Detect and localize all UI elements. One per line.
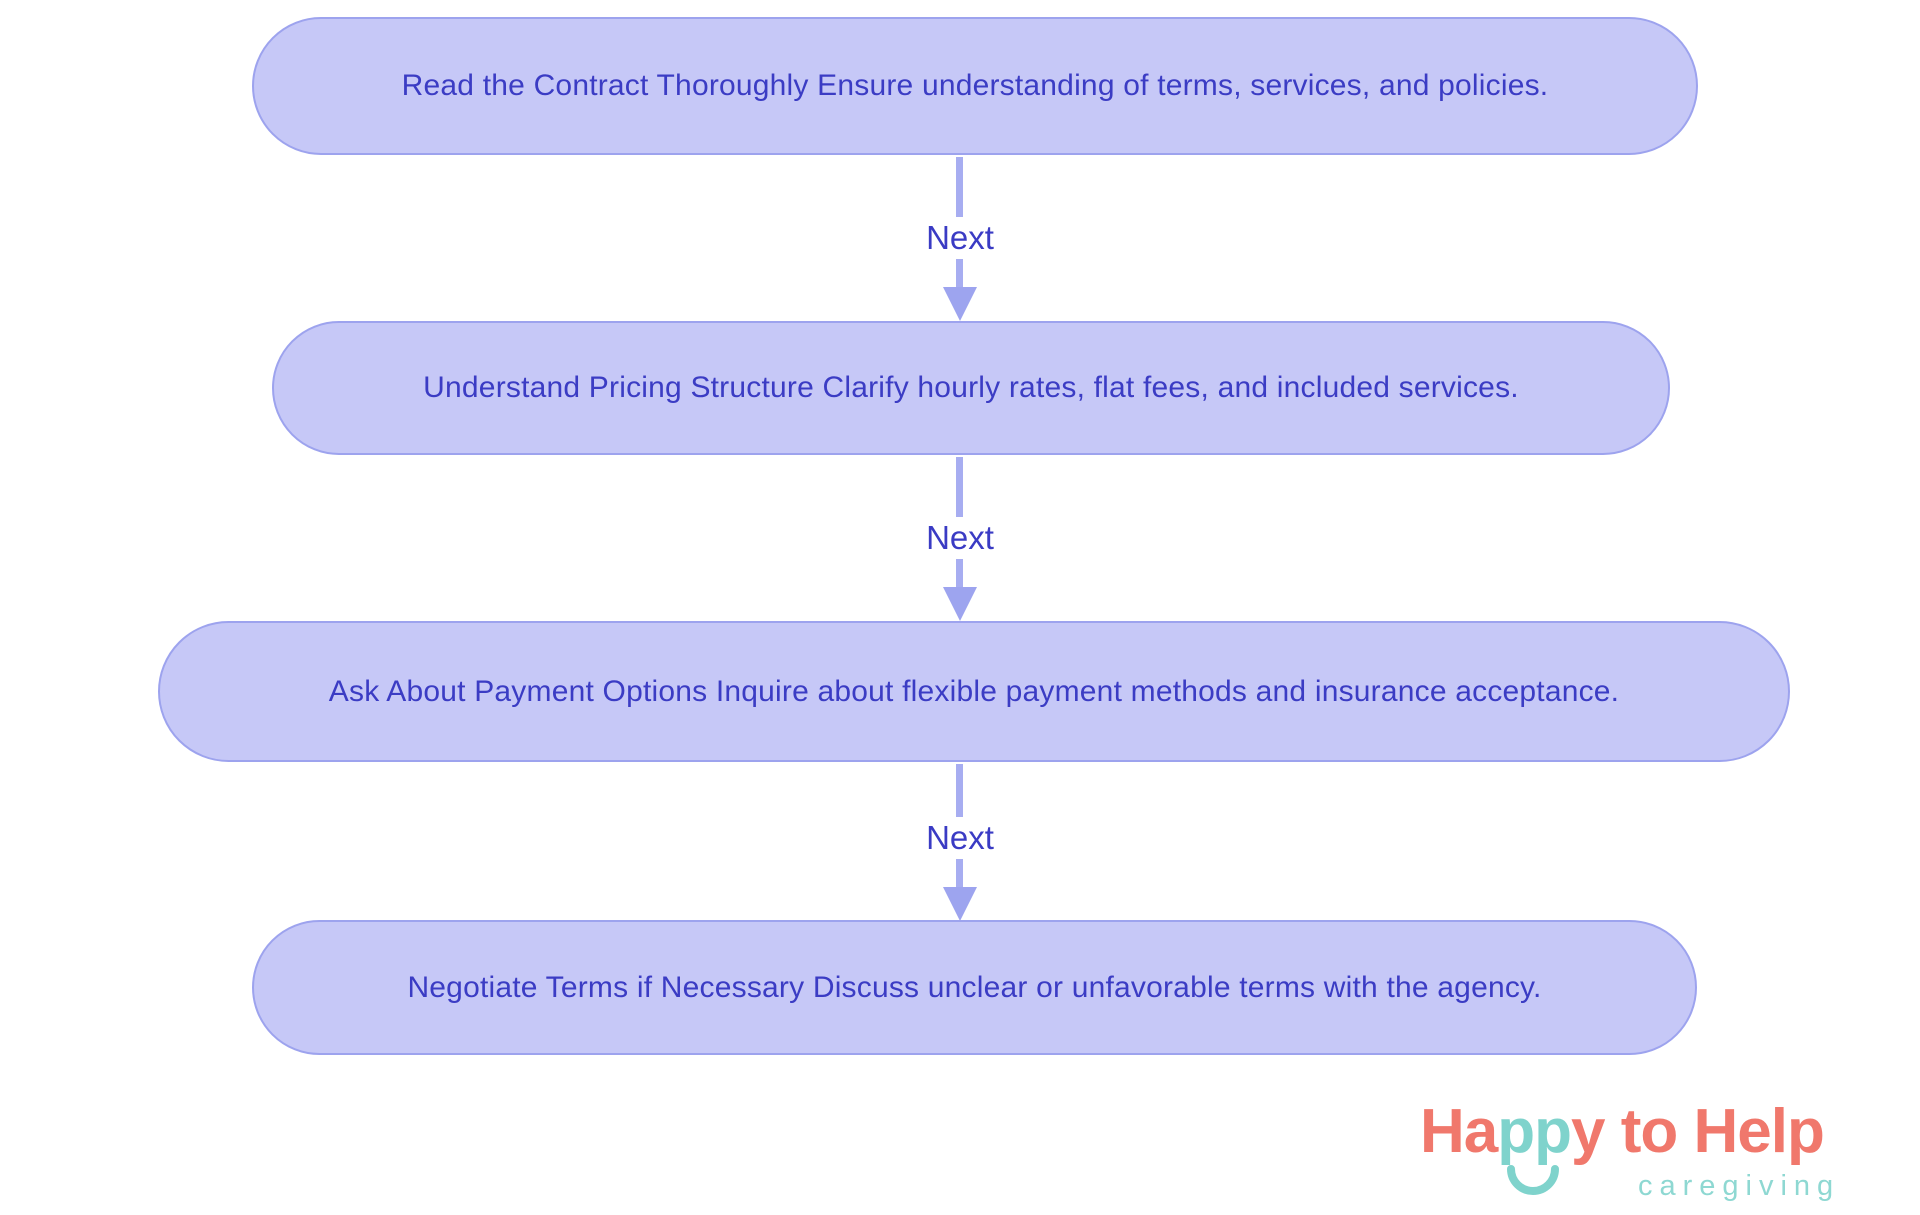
logo-text-ha: Ha [1420, 1097, 1498, 1166]
arrowhead-down-icon [943, 287, 977, 321]
flow-node-text: Understand Pricing Structure Clarify hou… [423, 371, 1519, 404]
logo-wordmark: Happy to Help [1420, 1097, 1825, 1166]
logo-text-y: y [1571, 1097, 1605, 1166]
connector-label-1: Next [918, 217, 1002, 259]
logo-text-to: to [1604, 1097, 1694, 1166]
flow-node-text: Ask About Payment Options Inquire about … [328, 674, 1620, 708]
connector-label-3: Next [918, 817, 1002, 859]
connector-label-2: Next [918, 517, 1002, 559]
flow-node-pricing-structure: Understand Pricing Structure Clarify hou… [272, 321, 1670, 455]
flow-node-text: Negotiate Terms if Necessary Discuss unc… [407, 970, 1542, 1004]
flow-node-read-contract: Read the Contract Thoroughly Ensure unde… [252, 17, 1698, 155]
logo-text-help: Help [1693, 1097, 1824, 1166]
happy-to-help-logo: Happy to Help caregiving [1420, 1097, 1890, 1213]
arrowhead-down-icon [943, 887, 977, 921]
flow-node-negotiate-terms: Negotiate Terms if Necessary Discuss unc… [252, 920, 1697, 1055]
smile-icon [1507, 1165, 1559, 1195]
arrowhead-down-icon [943, 587, 977, 621]
logo-subtitle: caregiving [1638, 1170, 1841, 1202]
flow-node-text: Read the Contract Thoroughly Ensure unde… [401, 69, 1549, 102]
logo-text-pp: pp [1497, 1097, 1572, 1166]
flow-node-payment-options: Ask About Payment Options Inquire about … [158, 621, 1790, 762]
